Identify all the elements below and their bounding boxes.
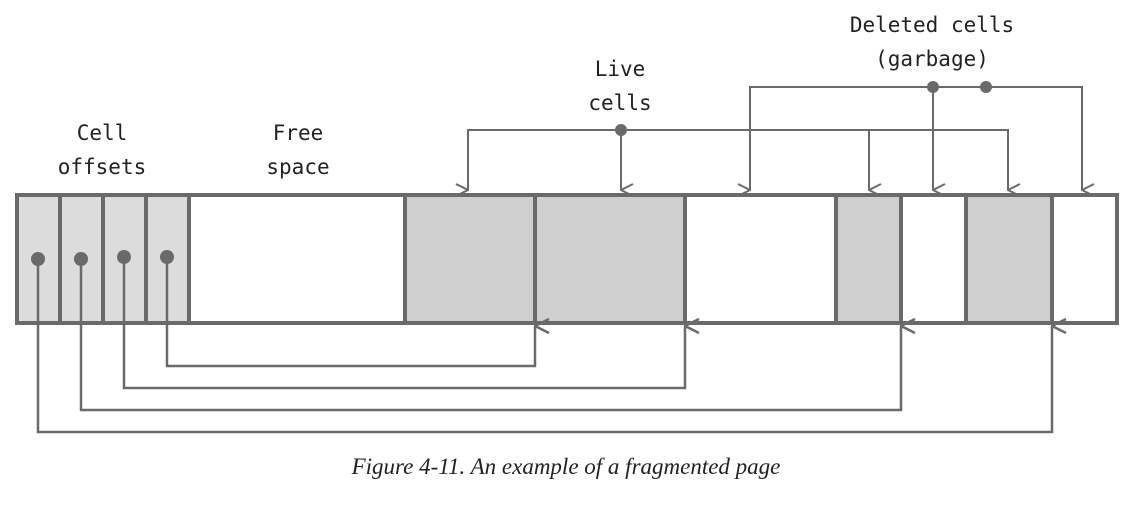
live-callout-dot [615,124,627,136]
cell-offsets-label-line-1: Cell [77,121,128,145]
free-space-label-line-1: Free [273,121,324,145]
offset-arrow-to-live-cell-2 [122,257,685,390]
live-cells-label-line-1: Live [595,57,646,81]
deleted-cells-callout [750,81,1082,190]
deleted-cell-3 [1050,193,1119,325]
deleted-cells-label-line-2: (garbage) [875,47,989,71]
live-cells-callout [468,124,1008,190]
offset-arrow-to-live-cell-3 [79,259,901,412]
free-space-label-line-2: space [266,155,329,179]
deleted-cells-label-line-1: Deleted cells [850,13,1014,37]
free-space-region [187,193,407,325]
deleted-callout-dot-2 [980,81,992,93]
live-cell-4 [964,193,1054,325]
page-strip [15,193,1119,325]
deleted-cell-1 [683,193,838,325]
deleted-callout-bracket [750,86,1082,190]
live-callout-bracket [468,129,1008,190]
live-cell-1 [403,193,537,325]
cell-offsets-label-line-2: offsets [58,155,147,179]
offset-arrow-to-live-cell-4 [36,259,1052,434]
offset-pointer-arrows [36,257,1052,434]
deleted-cell-2 [899,193,968,325]
live-cells-label-line-2: cells [588,91,651,115]
live-cell-3 [834,193,903,325]
offset-arrow-to-live-cell-1 [165,257,535,368]
live-cell-2 [533,193,687,325]
figure-caption: Figure 4-11. An example of a fragmented … [351,454,781,479]
deleted-callout-dot-1 [927,81,939,93]
